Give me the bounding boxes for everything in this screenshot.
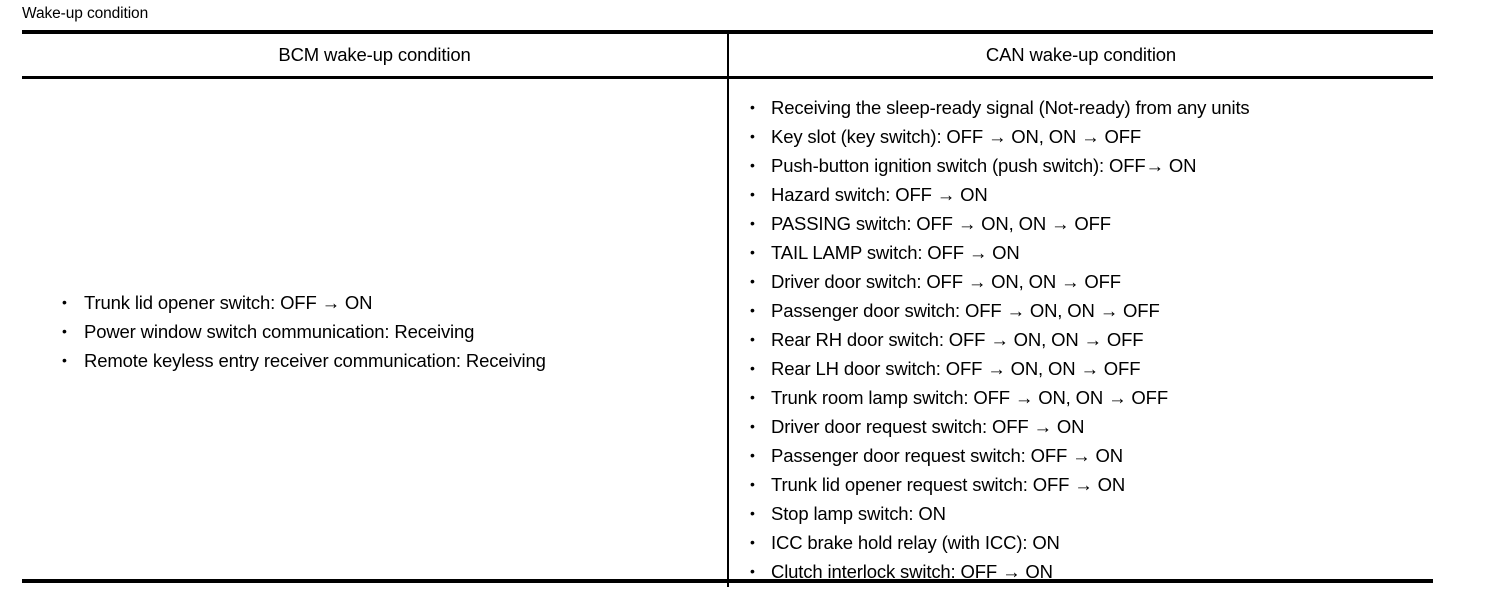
can-condition-item: • Rear RH door switch: OFF → ON, ON → OFF bbox=[729, 325, 1433, 354]
bcm-condition-item: • Trunk lid opener switch: OFF → ON bbox=[22, 288, 727, 317]
can-condition-item: • Driver door request switch: OFF → ON bbox=[729, 412, 1433, 441]
can-condition-item: • Trunk lid opener request switch: OFF → … bbox=[729, 470, 1433, 499]
can-condition-item-label: Key slot (key switch): OFF → ON, ON → OF… bbox=[771, 126, 1142, 147]
can-condition-item: • Key slot (key switch): OFF → ON, ON → O… bbox=[729, 122, 1433, 151]
can-condition-item-label: Rear RH door switch: OFF → ON, ON → OFF bbox=[771, 329, 1144, 350]
can-condition-list: • Receiving the sleep-ready signal (Not-r… bbox=[729, 93, 1433, 586]
can-condition-item: • Stop lamp switch: ON bbox=[729, 499, 1433, 528]
can-condition-item-label: PASSING switch: OFF → ON, ON → OFF bbox=[771, 213, 1111, 234]
bcm-condition-item-label: Power window switch communication: Recei… bbox=[84, 320, 475, 342]
can-condition-item-label: Receiving the sleep-ready signal (Not-re… bbox=[771, 97, 1250, 118]
can-condition-item-label: Passenger door switch: OFF → ON, ON → OF… bbox=[771, 300, 1160, 321]
cell-bcm-conditions: • Trunk lid opener switch: OFF → ON • Power… bbox=[22, 79, 727, 583]
column-header-can: CAN wake-up condition bbox=[985, 44, 1177, 65]
can-condition-item: • Hazard switch: OFF → ON bbox=[729, 180, 1433, 209]
can-condition-item-label: Driver door request switch: OFF → ON bbox=[771, 416, 1085, 437]
bullet-icon: • bbox=[750, 505, 755, 521]
bullet-icon: • bbox=[750, 331, 755, 347]
header-separator-rule bbox=[22, 76, 1433, 79]
can-condition-item: • Passenger door request switch: OFF → ON bbox=[729, 441, 1433, 470]
bullet-icon: • bbox=[750, 302, 755, 318]
can-condition-item-label: TAIL LAMP switch: OFF → ON bbox=[771, 242, 1020, 263]
bullet-icon: • bbox=[750, 447, 755, 463]
bcm-condition-item: • Remote keyless entry receiver communica… bbox=[22, 346, 727, 375]
can-condition-item: • Clutch interlock switch: OFF → ON bbox=[729, 557, 1433, 586]
can-condition-item-label: Rear LH door switch: OFF → ON, ON → OFF bbox=[771, 358, 1141, 379]
can-condition-item-label: Push-button ignition switch (push switch… bbox=[771, 155, 1197, 176]
can-condition-item-label: Hazard switch: OFF → ON bbox=[771, 184, 988, 205]
bullet-icon: • bbox=[750, 418, 755, 434]
can-condition-item-label: Stop lamp switch: ON bbox=[771, 503, 946, 524]
bcm-condition-item: • Power window switch communication: Rece… bbox=[22, 317, 727, 346]
bullet-icon: • bbox=[62, 322, 67, 339]
table-header-row: BCM wake-up condition CAN wake-up condit… bbox=[22, 34, 1433, 76]
bullet-icon: • bbox=[750, 389, 755, 405]
bullet-icon: • bbox=[750, 157, 755, 173]
bullet-icon: • bbox=[750, 273, 755, 289]
can-condition-item: • Rear LH door switch: OFF → ON, ON → OFF bbox=[729, 354, 1433, 383]
can-condition-item: • Receiving the sleep-ready signal (Not-r… bbox=[729, 93, 1433, 122]
column-divider bbox=[727, 34, 729, 587]
can-condition-item: • Trunk room lamp switch: OFF → ON, ON → … bbox=[729, 383, 1433, 412]
bullet-icon: • bbox=[750, 476, 755, 492]
bullet-icon: • bbox=[750, 186, 755, 202]
column-header-bcm: BCM wake-up condition bbox=[278, 44, 471, 65]
bcm-condition-item-label: Trunk lid opener switch: OFF → ON bbox=[84, 291, 373, 313]
section-caption: Wake-up condition bbox=[22, 5, 149, 22]
table-body-row: • Trunk lid opener switch: OFF → ON • Power… bbox=[22, 79, 1433, 583]
cell-can-conditions: • Receiving the sleep-ready signal (Not-r… bbox=[729, 79, 1433, 583]
bullet-icon: • bbox=[750, 563, 755, 579]
can-condition-item: • PASSING switch: OFF → ON, ON → OFF bbox=[729, 209, 1433, 238]
bullet-icon: • bbox=[750, 215, 755, 231]
bcm-condition-list: • Trunk lid opener switch: OFF → ON • Power… bbox=[22, 288, 727, 375]
can-condition-item-label: Trunk lid opener request switch: OFF → O… bbox=[771, 474, 1126, 495]
wake-up-condition-table: BCM wake-up condition CAN wake-up condit… bbox=[22, 30, 1433, 587]
can-condition-item-label: Trunk room lamp switch: OFF → ON, ON → O… bbox=[771, 387, 1168, 408]
can-condition-item: • ICC brake hold relay (with ICC): ON bbox=[729, 528, 1433, 557]
bullet-icon: • bbox=[750, 99, 755, 115]
bullet-icon: • bbox=[750, 244, 755, 260]
bullet-icon: • bbox=[750, 360, 755, 376]
can-condition-item-label: ICC brake hold relay (with ICC): ON bbox=[771, 532, 1060, 553]
can-condition-item-label: Passenger door request switch: OFF → ON bbox=[771, 445, 1123, 466]
bullet-icon: • bbox=[750, 534, 755, 550]
bullet-icon: • bbox=[62, 351, 67, 368]
can-condition-item: • TAIL LAMP switch: OFF → ON bbox=[729, 238, 1433, 267]
can-condition-item: • Driver door switch: OFF → ON, ON → OFF bbox=[729, 267, 1433, 296]
can-condition-item-label: Clutch interlock switch: OFF → ON bbox=[771, 561, 1053, 582]
bcm-condition-item-label: Remote keyless entry receiver communicat… bbox=[84, 349, 546, 371]
can-condition-item-label: Driver door switch: OFF → ON, ON → OFF bbox=[771, 271, 1121, 292]
bullet-icon: • bbox=[62, 293, 67, 310]
can-condition-item: • Passenger door switch: OFF → ON, ON → O… bbox=[729, 296, 1433, 325]
bullet-icon: • bbox=[750, 128, 755, 144]
can-condition-item: • Push-button ignition switch (push switc… bbox=[729, 151, 1433, 180]
